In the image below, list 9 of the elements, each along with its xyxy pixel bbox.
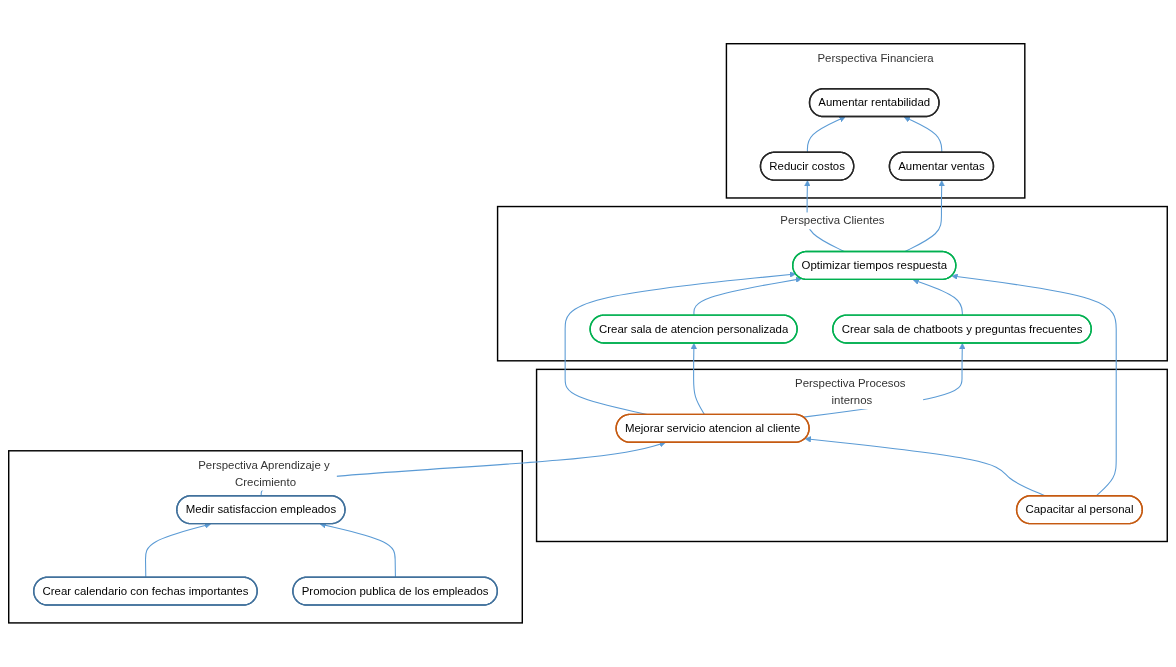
arrow <box>912 278 963 317</box>
arrow <box>144 522 211 579</box>
arrow <box>806 116 846 154</box>
arrow <box>693 276 802 317</box>
arrow <box>319 522 396 579</box>
arrow <box>951 273 1117 497</box>
arrow <box>564 271 796 416</box>
arrow <box>690 343 706 416</box>
arrow <box>903 116 943 154</box>
